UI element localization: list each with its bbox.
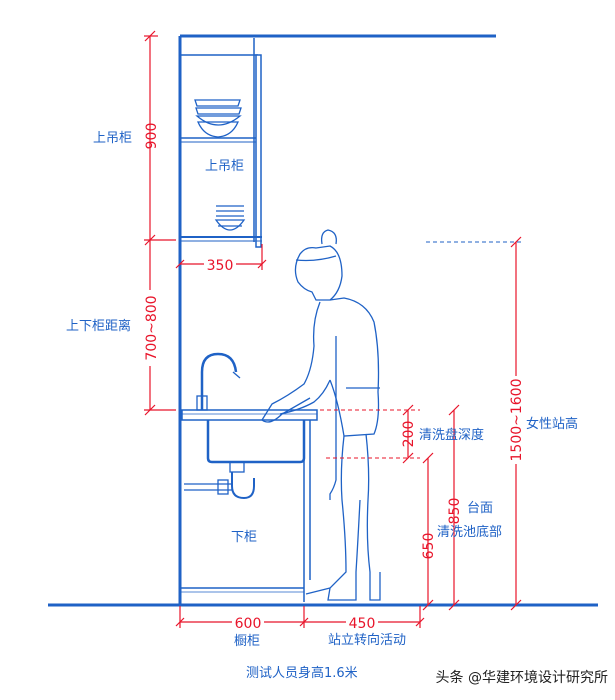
dim-upper-cabinet-depth bbox=[175, 244, 267, 270]
sink-bowl bbox=[206, 420, 306, 464]
dim-900-text: 900 bbox=[144, 123, 160, 150]
label-countertop: 台面 bbox=[467, 501, 493, 516]
dim-350-text: 350 bbox=[207, 258, 234, 274]
countertop bbox=[181, 409, 318, 421]
dim-650-text: 650 bbox=[421, 533, 437, 560]
dim-700-800-text: 700~800 bbox=[144, 295, 160, 360]
small-bowls-icon bbox=[214, 205, 246, 231]
dim-850-text: 850 bbox=[447, 498, 463, 525]
dim-countertop-height bbox=[448, 404, 460, 611]
stacked-bowls-icon bbox=[194, 99, 242, 138]
lower-cabinet bbox=[180, 420, 311, 602]
watermark-text: 头条 @华建环境设计研究所 bbox=[436, 669, 608, 686]
label-upper-lower-gap: 上下柜距离 bbox=[66, 318, 131, 334]
wall bbox=[178, 34, 496, 605]
dim-sink-bottom bbox=[422, 452, 434, 611]
label-test-person-height: 测试人员身高1.6米 bbox=[246, 665, 358, 681]
label-sink-bowl-depth: 清洗盘深度 bbox=[419, 427, 484, 443]
label-lower-cabinet: 下柜 bbox=[231, 530, 257, 545]
dim-1500-1600-text: 1500~1600 bbox=[509, 379, 525, 462]
woman-figure bbox=[261, 229, 381, 601]
label-sink-bottom: 清洗池底部 bbox=[437, 524, 502, 540]
dim-200-text: 200 bbox=[401, 421, 417, 448]
faucet-icon bbox=[196, 352, 241, 411]
label-upper-cabinet-side: 上吊柜 bbox=[93, 131, 132, 146]
label-female-stand-height: 女性站高 bbox=[526, 416, 578, 432]
dim-600-text: 600 bbox=[235, 616, 262, 632]
label-standing-turn-space: 站立转向活动 bbox=[328, 632, 406, 648]
dim-450-text: 450 bbox=[349, 616, 376, 632]
dim-upper-cabinet-height bbox=[144, 30, 176, 246]
dim-sink-depth bbox=[320, 404, 420, 464]
upper-cabinet bbox=[180, 38, 262, 248]
drain-pipe bbox=[184, 461, 255, 500]
label-upper-cabinet-inside: 上吊柜 bbox=[205, 159, 244, 174]
label-cabinet: 橱柜 bbox=[234, 634, 260, 649]
